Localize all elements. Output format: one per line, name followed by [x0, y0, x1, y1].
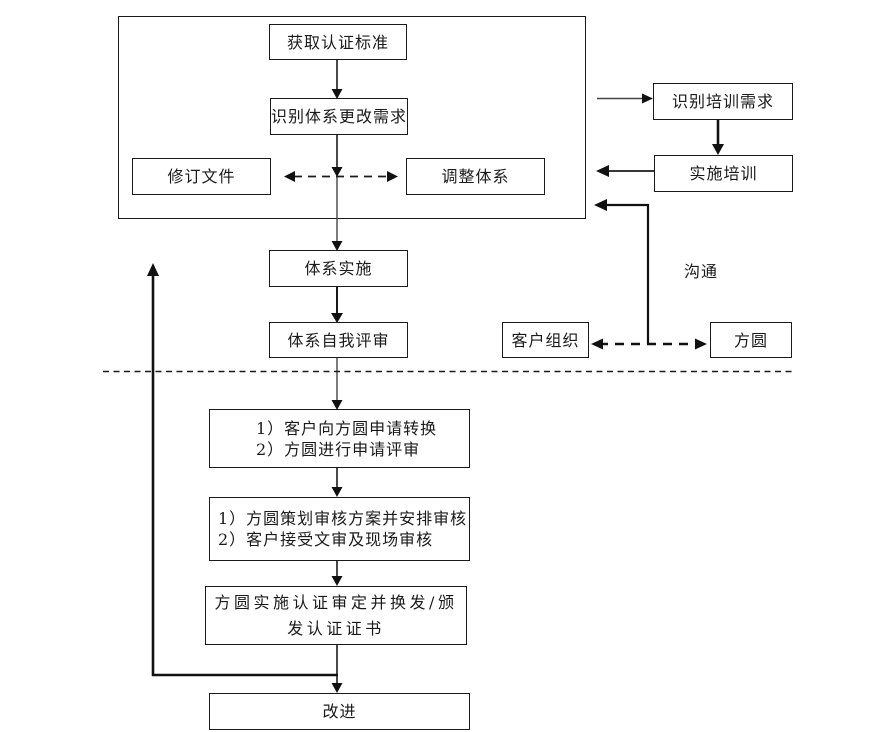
node-adjust-system: 调整体系	[406, 158, 545, 195]
node-apply-review: 1）客户向方圆申请转换 2）方圆进行申请评审	[209, 409, 470, 468]
arrow-apply-to-auditplan	[331, 468, 343, 497]
node-system-implement: 体系实施	[269, 250, 408, 287]
communication-label: 沟通	[684, 262, 719, 281]
node-fangyuan: 方圆	[710, 322, 792, 358]
node-implement-training: 实施培训	[654, 155, 793, 192]
node-system-self-review: 体系自我评审	[269, 322, 408, 358]
node-acquire-standard: 获取认证标准	[269, 24, 407, 60]
arrow-trainingneeds-to-implement	[712, 120, 724, 155]
arrow-communication-to-group	[594, 199, 650, 344]
node-audit-plan: 1）方圆策划审核方案并安排审核 2）客户接受文审及现场审核	[209, 497, 470, 561]
node-identify-training-needs: 识别培训需求	[653, 83, 793, 120]
node-client-org: 客户组织	[502, 322, 589, 358]
node-revise-documents: 修订文件	[132, 158, 271, 195]
node-identify-change-needs: 识别体系更改需求	[270, 98, 408, 135]
group-system-change-box	[118, 16, 586, 219]
arrow-certification-to-improvement	[331, 645, 343, 693]
arrow-implement-to-selfreview	[331, 287, 343, 323]
arrow-group-to-training-needs	[597, 93, 653, 104]
node-certification: 方圆实施认证审定并换发/颁 发认证证书	[205, 586, 467, 645]
arrow-training-to-group	[596, 165, 654, 177]
arrow-client-fangyuan-dashed	[591, 338, 707, 350]
node-improvement: 改进	[209, 693, 470, 730]
arrow-auditplan-to-certification	[331, 561, 343, 586]
arrow-selfreview-to-apply	[331, 358, 343, 410]
